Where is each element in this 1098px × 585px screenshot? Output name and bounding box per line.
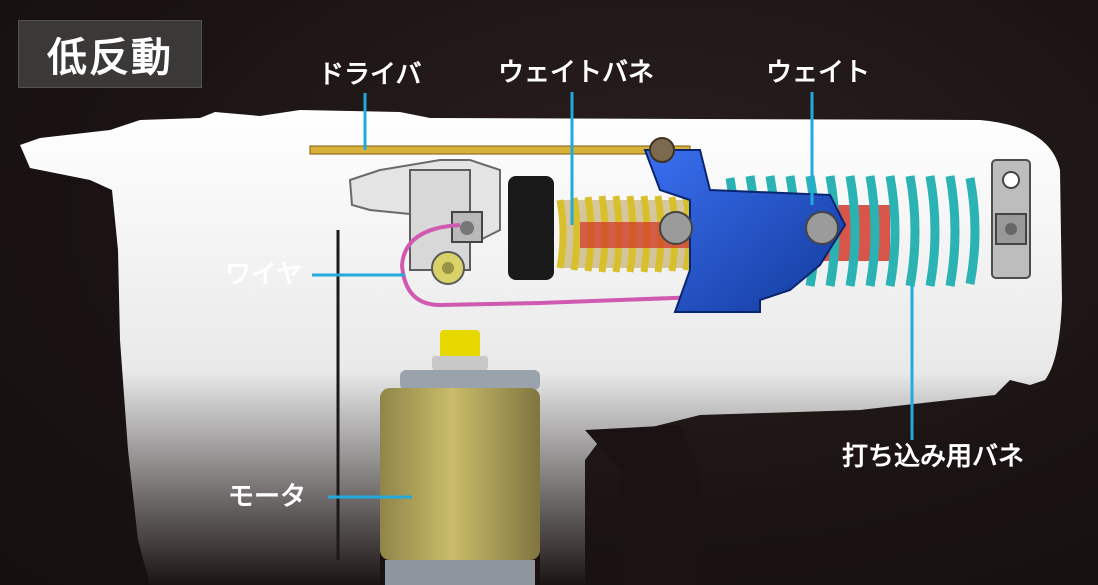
roller-icon [805, 211, 839, 245]
title-badge: 低反動 [18, 20, 202, 88]
label-weight-spring: ウェイトバネ [498, 58, 655, 88]
motor-base [385, 560, 535, 585]
wire [399, 223, 707, 308]
rear-end-cap [991, 159, 1031, 279]
motor-gear [440, 330, 480, 358]
roller-icon [659, 211, 693, 245]
motor [380, 330, 540, 585]
driver-rod [309, 145, 691, 155]
label-striking-spring: 打ち込み用バネ [842, 442, 1025, 472]
page-title: 低反動 [47, 35, 173, 81]
label-weight: ウェイト [766, 58, 871, 88]
motor-can [380, 388, 540, 560]
pivot-icon [649, 137, 675, 163]
handle-opening [585, 425, 700, 585]
bumper [508, 176, 554, 280]
bolt-icon [460, 221, 474, 235]
ring-icon [1002, 171, 1020, 189]
leader-lines [312, 92, 914, 499]
motor-collar [432, 356, 488, 370]
label-wire: ワイヤ [225, 260, 303, 290]
front-mechanism [348, 159, 554, 285]
label-motor: モータ [228, 482, 307, 512]
weight [643, 137, 847, 313]
motor-cap [400, 370, 540, 390]
label-driver: ドライバ [318, 60, 422, 90]
bolt-icon [1005, 223, 1017, 235]
